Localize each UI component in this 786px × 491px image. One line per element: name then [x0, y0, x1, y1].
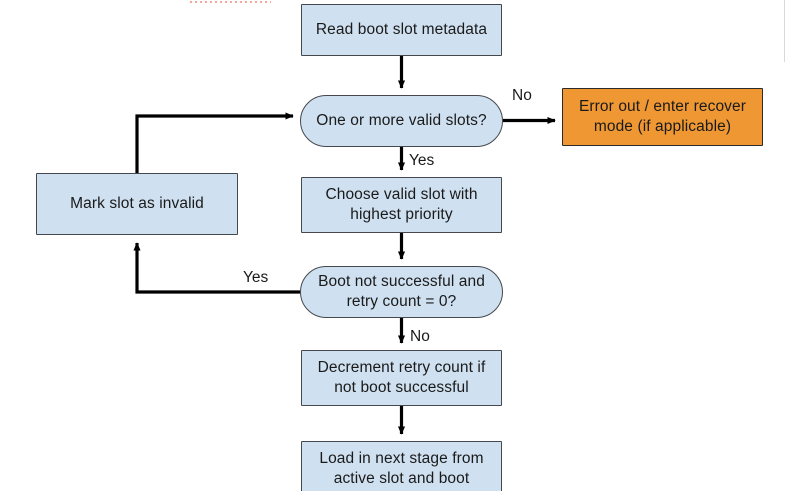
node-decrement-retry-count[interactable]: Decrement retry count if not boot succes… — [301, 350, 502, 406]
node-label: Read boot slot metadata — [315, 20, 488, 38]
node-mark-slot-as-invalid[interactable]: Mark slot as invalid — [36, 173, 238, 235]
node-label: One or more valid slots? — [316, 111, 487, 129]
node-label: Boot not successful and retry count = 0? — [318, 272, 485, 310]
node-read-boot-slot-metadata[interactable]: Read boot slot metadata — [301, 4, 502, 56]
edge-label-yes-retry-loop: Yes — [243, 269, 269, 286]
right-edge-rule — [784, 0, 785, 62]
node-label: Choose valid slot with highest priority — [325, 185, 478, 223]
node-load-next-stage-active-slot[interactable]: Load in next stage from active slot and … — [301, 441, 502, 491]
edge-boot-check-to-mark-invalid — [133, 242, 300, 294]
node-label: Error out / enter recover mode (if appli… — [578, 97, 747, 135]
node-label: Load in next stage from active slot and … — [319, 449, 484, 487]
edge-label-yes-valid-slots: Yes — [409, 152, 435, 169]
node-label: Decrement retry count if not boot succes… — [317, 358, 486, 396]
node-error-out-enter-recover-mode[interactable]: Error out / enter recover mode (if appli… — [562, 88, 763, 146]
node-boot-not-successful-retry-zero[interactable]: Boot not successful and retry count = 0? — [300, 266, 503, 318]
red-dashed-artifact — [190, 1, 271, 3]
edge-label-no-valid-slots: No — [512, 87, 532, 104]
node-label: Mark slot as invalid — [70, 194, 204, 212]
edge-mark-invalid-to-valid-slots — [135, 112, 294, 173]
node-choose-valid-slot-highest-priority[interactable]: Choose valid slot with highest priority — [301, 177, 502, 233]
edge-label-no-retry: No — [410, 328, 430, 345]
node-one-or-more-valid-slots[interactable]: One or more valid slots? — [300, 95, 503, 147]
